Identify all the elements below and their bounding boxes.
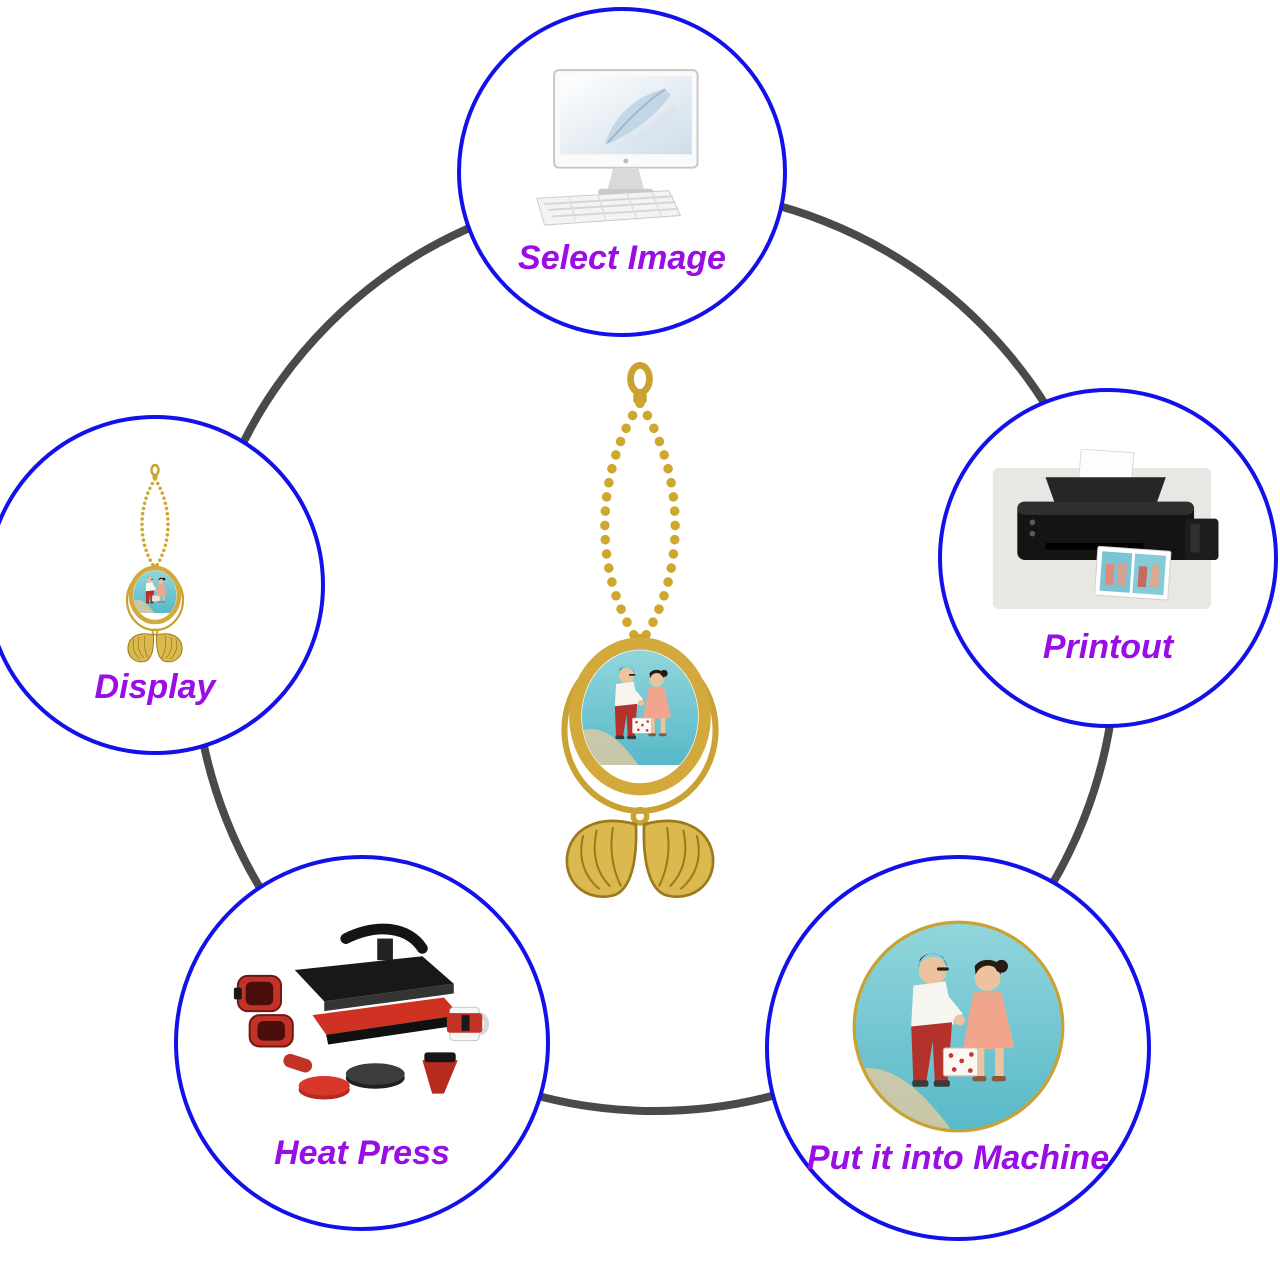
step-label-printout: Printout [1042, 628, 1174, 667]
step-circle-put-into-machine: Put it into Machine [765, 855, 1151, 1241]
computer-icon [512, 66, 732, 234]
pendant-display-icon [105, 463, 205, 663]
step-label-put-into-machine: Put it into Machine [806, 1138, 1110, 1177]
step-circle-display: Display [0, 415, 325, 755]
heat-press-icon [230, 913, 495, 1129]
step-label-heat-press: Heat Press [274, 1134, 450, 1173]
step-circle-printout: Printout [938, 388, 1278, 728]
step-label-display: Display [94, 668, 216, 707]
step-circle-select-image: Select Image [457, 7, 787, 337]
printer-icon [991, 449, 1226, 623]
product-pendant-image [505, 360, 775, 900]
step-label-select-image: Select Image [518, 239, 726, 278]
photo-insert-icon [851, 919, 1066, 1134]
step-circle-heat-press: Heat Press [174, 855, 550, 1231]
photo-pendant-icon [505, 360, 775, 900]
